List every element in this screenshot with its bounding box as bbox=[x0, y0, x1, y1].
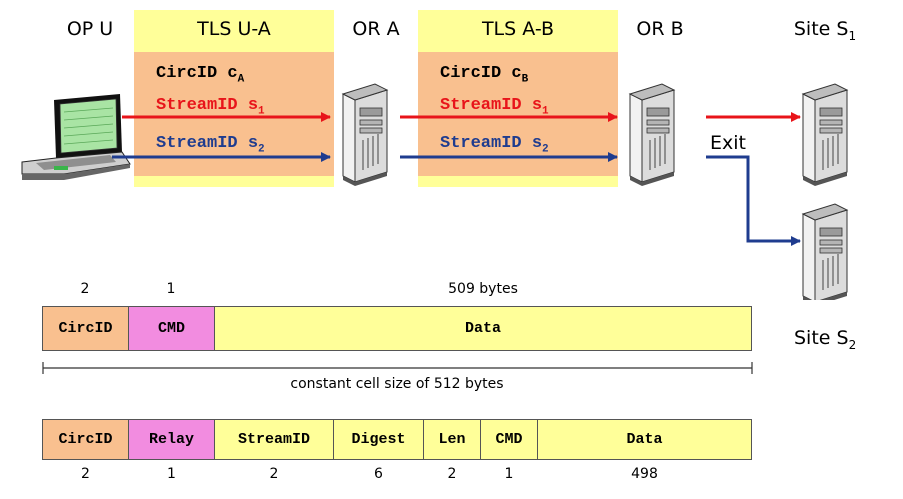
cell2-size-cmd: 1 bbox=[504, 466, 514, 482]
header-site-s1: Site S1 bbox=[793, 18, 857, 43]
server-icon bbox=[802, 83, 848, 187]
tls-ua-inner bbox=[134, 52, 334, 176]
tls-ab-inner bbox=[418, 52, 618, 176]
tls-ab-stream1: StreamID s1 bbox=[440, 96, 549, 118]
cell1-size-cmd: 1 bbox=[166, 281, 176, 297]
server-icon bbox=[629, 83, 675, 187]
header-or-a: OR A bbox=[352, 18, 400, 40]
tls-ab-circid: CircID cB bbox=[440, 64, 529, 86]
header-op-u: OP U bbox=[66, 18, 114, 40]
tls-ua-stream2: StreamID s2 bbox=[156, 134, 265, 156]
cell2-relay: Relay bbox=[128, 419, 215, 460]
constant-size-label: constant cell size of 512 bytes bbox=[290, 376, 504, 392]
header-tls-ab: TLS A-B bbox=[481, 18, 555, 40]
cell1-cmd: CMD bbox=[128, 306, 215, 351]
laptop-icon bbox=[21, 94, 131, 180]
site-s2-label: Site S2 bbox=[794, 327, 857, 352]
cell1-circid: CircID bbox=[42, 306, 129, 351]
cell2-size-streamid: 2 bbox=[269, 466, 279, 482]
circuit-diagram bbox=[21, 83, 848, 300]
tls-ua-circid: CircID cA bbox=[156, 64, 245, 86]
cell2-circid: CircID bbox=[42, 419, 129, 460]
cell2-len: Len bbox=[423, 419, 481, 460]
cell1-size-data: 509 bytes bbox=[448, 281, 518, 297]
tls-ab-stream2: StreamID s2 bbox=[440, 134, 549, 156]
cell2-size-len: 2 bbox=[447, 466, 457, 482]
cell2-streamid: StreamID bbox=[214, 419, 334, 460]
cell2-size-relay: 1 bbox=[167, 466, 176, 482]
cell2-cmd: CMD bbox=[480, 419, 538, 460]
header-or-b: OR B bbox=[636, 18, 684, 40]
server-icon bbox=[802, 203, 848, 300]
cell2-size-data: 498 bbox=[631, 466, 658, 482]
tls-ua-stream1: StreamID s1 bbox=[156, 96, 265, 118]
header-tls-ua: TLS U-A bbox=[197, 18, 271, 40]
size-bracket bbox=[42, 362, 753, 374]
exit-label: Exit bbox=[710, 132, 746, 154]
cell1-data: Data bbox=[214, 306, 752, 351]
cell2-digest: Digest bbox=[333, 419, 424, 460]
server-icon bbox=[342, 83, 388, 187]
cell2-size-digest: 6 bbox=[374, 466, 383, 482]
cell1-size-circid: 2 bbox=[80, 281, 90, 297]
cell2-data: Data bbox=[537, 419, 752, 460]
cell2-size-circid: 2 bbox=[81, 466, 90, 482]
